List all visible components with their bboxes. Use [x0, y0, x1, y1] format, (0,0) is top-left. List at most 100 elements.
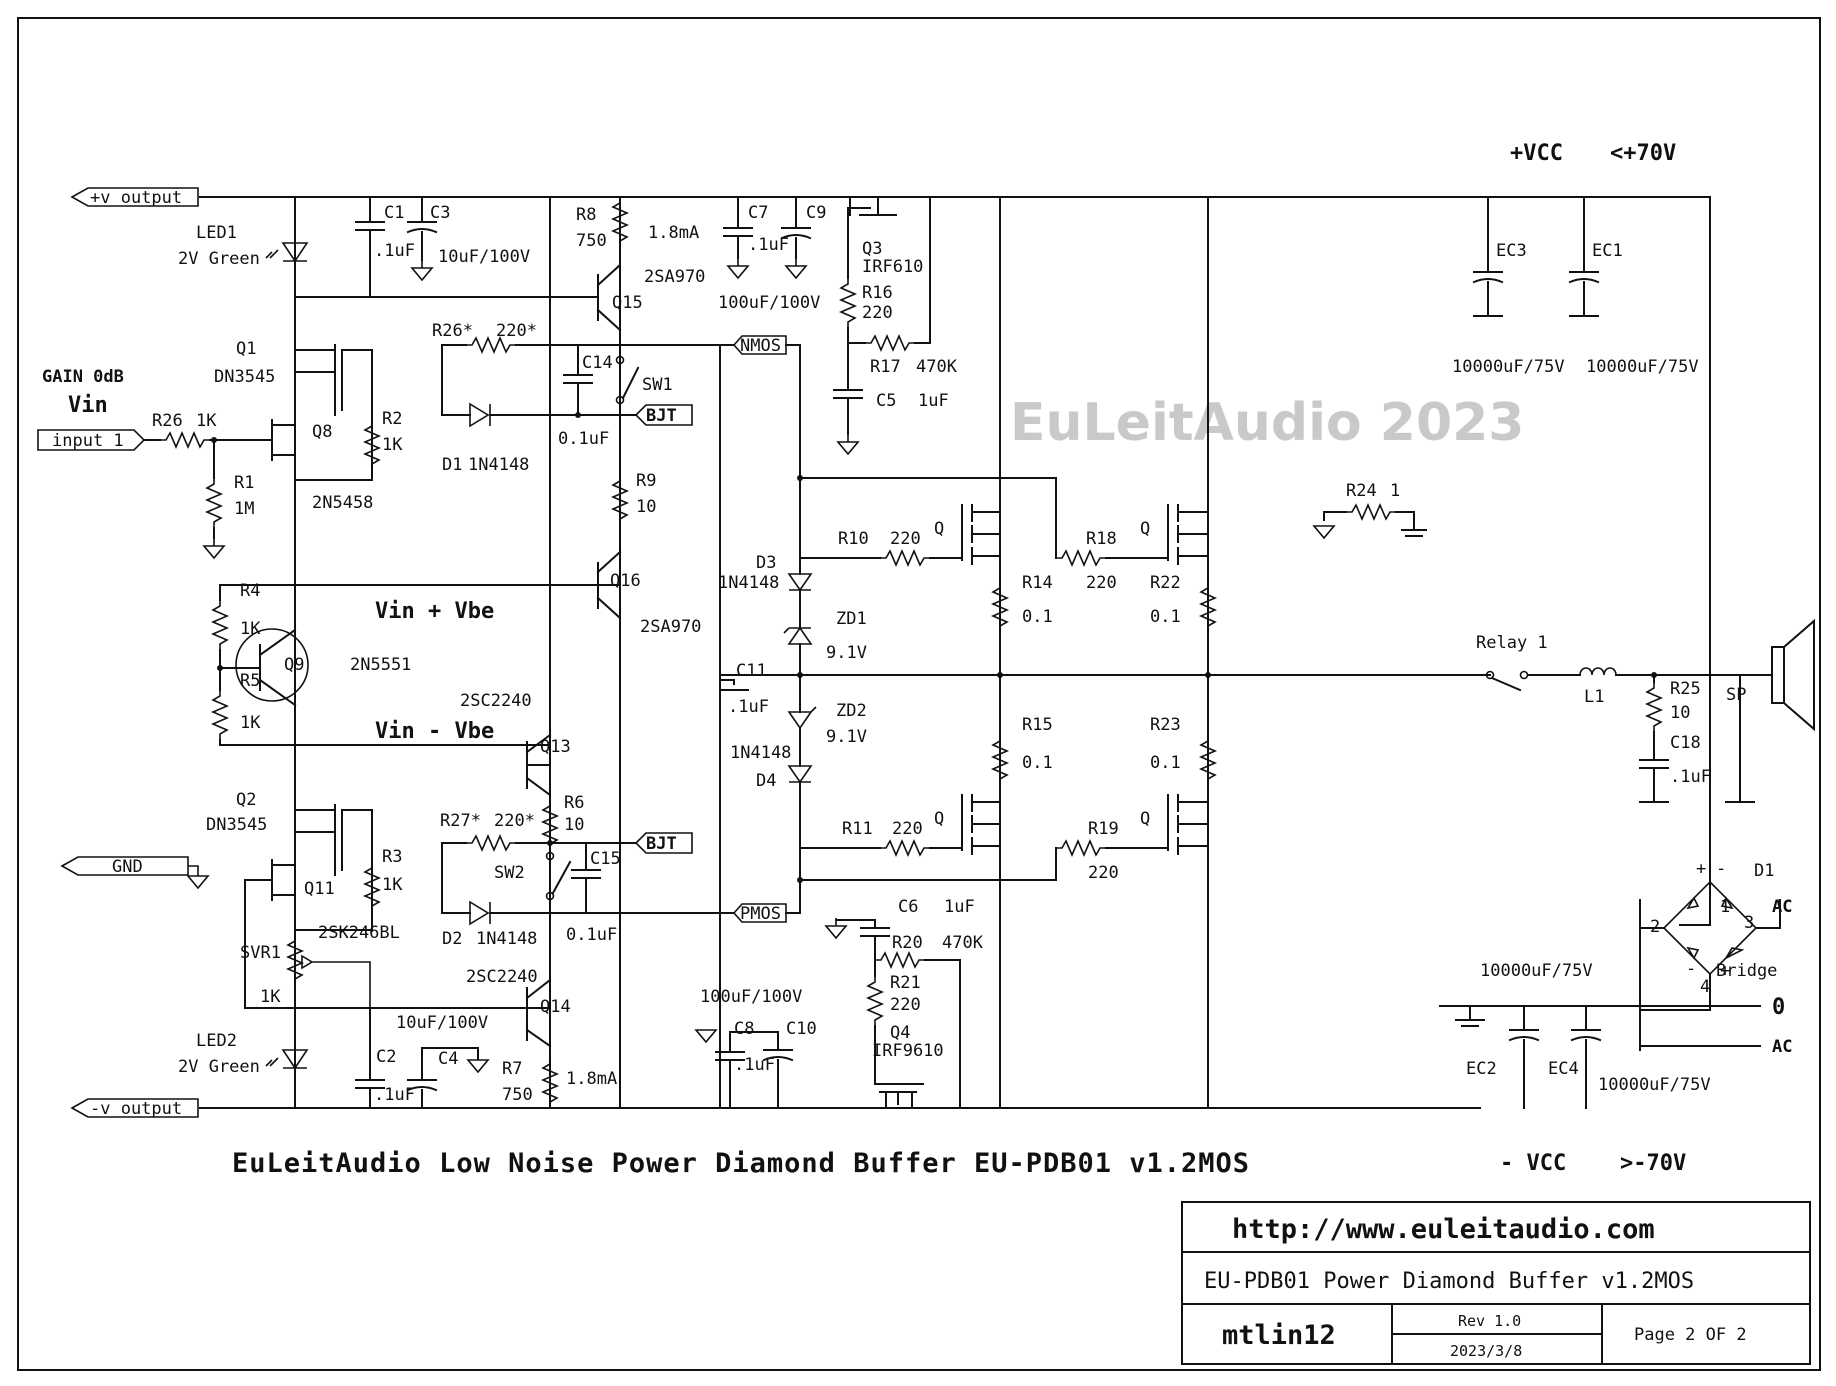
title-block-url[interactable]: http://www.euleitaudio.com — [1232, 1214, 1655, 1245]
q4-mosfet: Q4 IRF9610 — [872, 1023, 944, 1109]
svg-text:Q16: Q16 — [610, 571, 641, 591]
schematic-title: EuLeitAudio Low Noise Power Diamond Buff… — [232, 1148, 1250, 1179]
svg-text:.1uF: .1uF — [374, 1085, 415, 1105]
sw1-switch[interactable]: SW1 — [615, 344, 673, 416]
bias-buses — [619, 344, 735, 1109]
svg-text:.1uF: .1uF — [748, 235, 789, 255]
svg-text:1K: 1K — [240, 713, 261, 733]
c15-capacitor: C15 0.1uF — [566, 842, 621, 945]
svg-text:R24: R24 — [1346, 481, 1377, 501]
svg-text:2V Green: 2V Green — [178, 1057, 260, 1077]
led2: LED2 2V Green — [178, 1031, 309, 1077]
svg-text:10: 10 — [564, 815, 584, 835]
svg-text:R26*: R26* — [432, 321, 473, 341]
svg-text:C2: C2 — [376, 1047, 396, 1067]
svg-text:220: 220 — [892, 819, 923, 839]
svg-text:C6: C6 — [898, 897, 918, 917]
svg-text:1N4148: 1N4148 — [468, 455, 529, 475]
svg-text:2N5551: 2N5551 — [350, 655, 411, 675]
svg-text:D2: D2 — [442, 929, 462, 949]
svg-text:1N4148: 1N4148 — [718, 573, 779, 593]
svg-text:100uF/100V: 100uF/100V — [700, 987, 802, 1007]
svg-text:1K: 1K — [260, 987, 281, 1007]
svg-text:SVR1: SVR1 — [240, 943, 281, 963]
pmos-port[interactable]: PMOS — [732, 869, 801, 924]
port-pos-output[interactable]: +v output — [70, 187, 199, 208]
svg-text:.1uF: .1uF — [374, 241, 415, 261]
ec1-capacitor: EC1 10000uF/75V — [1568, 196, 1699, 377]
svg-text:R8: R8 — [576, 205, 596, 225]
svg-text:EC4: EC4 — [1548, 1059, 1579, 1079]
svg-text:C5: C5 — [876, 391, 896, 411]
svg-text:D1: D1 — [442, 455, 462, 475]
svg-text:R4: R4 — [240, 581, 260, 601]
vcc-pos-label: +VCC — [1510, 141, 1563, 166]
svg-text:2SA970: 2SA970 — [640, 617, 701, 637]
q-lower-left-mosfet: Q — [934, 794, 1001, 1109]
svg-text:0.1uF: 0.1uF — [566, 925, 617, 945]
svg-text:220: 220 — [890, 995, 921, 1015]
svg-text:C18: C18 — [1670, 733, 1701, 753]
bjt-top-label[interactable]: BJT — [619, 404, 693, 426]
svg-text:R20: R20 — [892, 933, 923, 953]
svg-text:9.1V: 9.1V — [826, 643, 867, 663]
svg-text:Q: Q — [1140, 519, 1150, 539]
zero-label: 0 — [1772, 995, 1785, 1020]
ec3-capacitor: EC3 10000uF/75V — [1452, 196, 1565, 377]
svg-text:10000uF/75V: 10000uF/75V — [1586, 357, 1699, 377]
svg-text:NMOS: NMOS — [740, 336, 781, 356]
r23-resistor: R23 0.1 — [1150, 674, 1216, 799]
q11-jfet: Q11 2SK246BL — [244, 831, 400, 943]
svg-text:R1: R1 — [234, 473, 254, 493]
svg-text:1.8mA: 1.8mA — [566, 1069, 617, 1089]
r25-resistor: R25 10 — [1646, 672, 1701, 733]
svg-text:1K: 1K — [382, 435, 403, 455]
d2-diode: D2 1N4148 — [442, 900, 621, 949]
svg-text:R23: R23 — [1150, 715, 1181, 735]
svg-text:0.1: 0.1 — [1150, 753, 1181, 773]
nmos-port[interactable]: NMOS — [732, 335, 801, 481]
svg-text:Q3: Q3 — [862, 239, 882, 259]
svg-text:Bridge: Bridge — [1716, 961, 1777, 981]
svg-text:+: + — [1696, 859, 1706, 879]
svg-text:R17: R17 — [870, 357, 901, 377]
svg-text:R26: R26 — [152, 411, 183, 431]
svg-text:0.1: 0.1 — [1150, 607, 1181, 627]
c9-capacitor: C9 100uF/100V — [718, 196, 826, 313]
svg-text:R5: R5 — [240, 671, 260, 691]
vcc-pos-value: <+70V — [1610, 141, 1676, 166]
svr1-trimmer[interactable]: SVR1 1K — [240, 879, 551, 1051]
svg-text:2SC2240: 2SC2240 — [460, 691, 532, 711]
port-neg-output[interactable]: -v output — [70, 1098, 199, 1119]
svg-text:R18: R18 — [1086, 529, 1117, 549]
svg-text:10000uF/75V: 10000uF/75V — [1452, 357, 1565, 377]
svg-text:0.1uF: 0.1uF — [558, 429, 609, 449]
svg-text:C9: C9 — [806, 203, 826, 223]
svg-text:Q8: Q8 — [312, 422, 332, 442]
svg-text:100uF/100V: 100uF/100V — [718, 293, 820, 313]
bjt-bottom-label[interactable]: BJT — [619, 832, 693, 854]
svg-text:D3: D3 — [756, 553, 776, 573]
svg-text:Q11: Q11 — [304, 879, 335, 899]
svg-text:R3: R3 — [382, 847, 402, 867]
sw2-switch[interactable]: SW2 — [494, 851, 572, 901]
watermark: EuLeitAudio 2023 — [1010, 393, 1525, 453]
svg-text:1uF: 1uF — [918, 391, 949, 411]
port-input[interactable]: input 1 — [37, 429, 161, 451]
svg-text:470K: 470K — [916, 357, 958, 377]
svg-text:ZD2: ZD2 — [836, 701, 867, 721]
port-gnd[interactable]: GND — [60, 856, 210, 890]
q-upper-left-mosfet: Q — [934, 196, 1001, 583]
svg-text:9.1V: 9.1V — [826, 727, 867, 747]
svg-text:BJT: BJT — [646, 406, 677, 426]
r27s-resistor: R27* 220* — [440, 811, 621, 914]
c6-capacitor: C6 1uF — [825, 897, 975, 961]
svg-text:LED1: LED1 — [196, 223, 237, 243]
svg-text:C4: C4 — [438, 1049, 458, 1069]
relay-1[interactable]: Relay 1 — [1476, 633, 1581, 692]
svg-text:R7: R7 — [502, 1059, 522, 1079]
svg-text:10000uF/75V: 10000uF/75V — [1480, 961, 1593, 981]
r2-resistor: R2 1K — [294, 404, 403, 481]
svg-text:2SA970: 2SA970 — [644, 267, 705, 287]
c14-capacitor: C14 0.1uF — [558, 344, 613, 449]
